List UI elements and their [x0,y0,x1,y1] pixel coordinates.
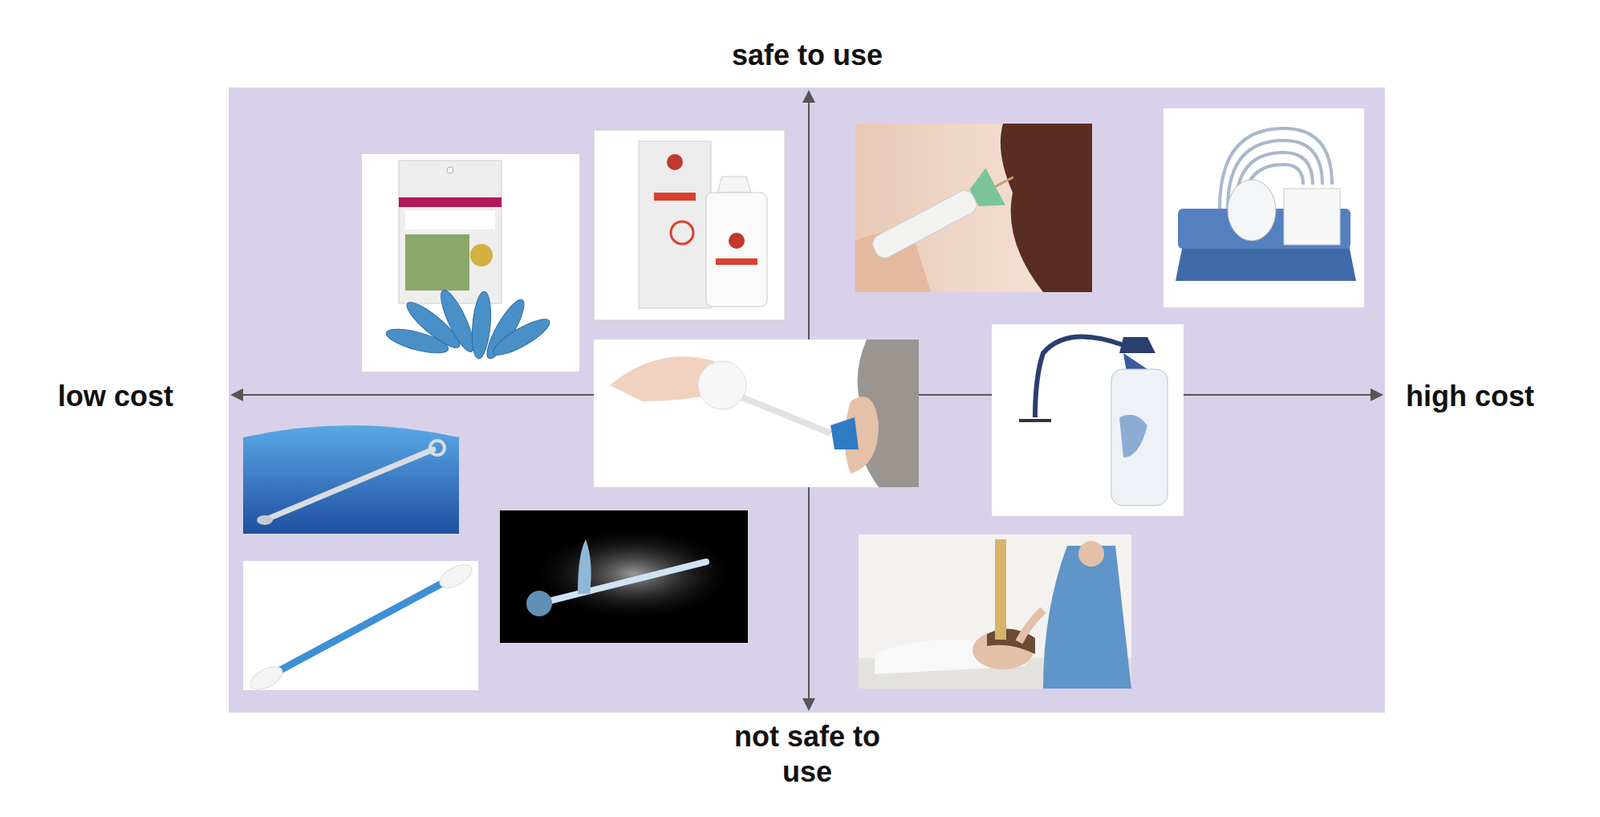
ear-candling-photo [858,534,1132,689]
sponge-pack-photo [361,154,580,372]
cotton-swab-photo [243,560,479,695]
ear-drops-photo [593,129,785,321]
axis-label: low cost [19,378,212,415]
irrigation-unit-photo [1163,108,1365,308]
bulb-syringe-photo [593,339,919,488]
metal-pick-photo [243,425,459,534]
axis-label: high cost [1373,378,1567,415]
spray-bottle-photo [991,324,1184,516]
axes [230,89,1384,711]
axis-label: not safe to use [710,718,904,790]
ear-device-photo [855,123,1093,293]
quadrant-ground [228,87,1385,713]
lit-ear-tool-photo [499,510,748,643]
axis-label: safe to use [710,37,904,74]
